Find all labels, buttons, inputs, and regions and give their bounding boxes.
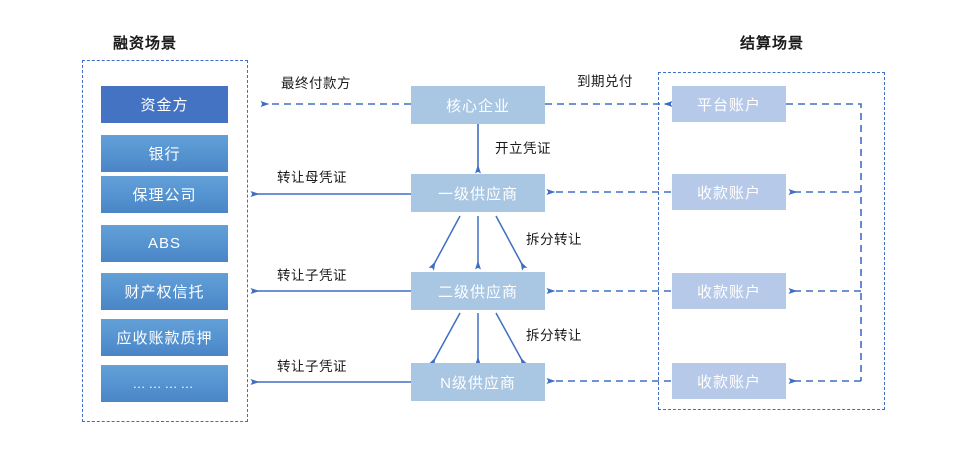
financing-item-label: 资金方: [140, 97, 189, 114]
edge-label-issue-voucher: 开立凭证: [495, 141, 551, 156]
chain-node-tier1-supplier[interactable]: 一级供应商: [411, 174, 545, 212]
financing-item-more[interactable]: …………: [101, 365, 228, 402]
financing-item-property-right-trust[interactable]: 财产权信托: [101, 273, 228, 310]
settlement-item-label: 收款账户: [696, 283, 761, 301]
financing-item-factoring-company[interactable]: 保理公司: [101, 176, 228, 213]
financing-item-funder[interactable]: 资金方: [101, 86, 228, 123]
edge-label-transfer-parent-voucher: 转让母凭证: [277, 170, 347, 185]
financing-panel-title: 融资场景: [113, 35, 178, 52]
wire-tier2-to-tiern-fan: [428, 312, 528, 367]
financing-item-abs[interactable]: ABS: [101, 225, 228, 262]
edge-label-maturity-payment: 到期兑付: [577, 74, 633, 89]
edge-label-transfer-child-voucher-2: 转让子凭证: [277, 359, 347, 374]
financing-item-label: 应收账款质押: [116, 330, 213, 347]
financing-panel-container: [82, 60, 248, 422]
settlement-item-receiving-account-1[interactable]: 收款账户: [672, 174, 786, 210]
chain-node-label: 二级供应商: [437, 283, 518, 301]
edge-label-split-transfer-1: 拆分转让: [526, 232, 582, 247]
chain-node-core-enterprise[interactable]: 核心企业: [411, 86, 545, 124]
financing-item-label: …………: [132, 376, 197, 391]
edge-label-transfer-child-voucher-1: 转让子凭证: [277, 268, 347, 283]
settlement-item-platform-account[interactable]: 平台账户: [672, 86, 786, 122]
chain-node-label: N级供应商: [440, 374, 516, 392]
financing-item-label: 财产权信托: [124, 284, 205, 301]
financing-item-label: ABS: [147, 235, 181, 252]
financing-item-label: 银行: [148, 146, 181, 163]
chain-node-tiern-supplier[interactable]: N级供应商: [411, 363, 545, 401]
settlement-panel-title: 结算场景: [740, 35, 805, 52]
chain-node-label: 核心企业: [445, 97, 510, 115]
settlement-item-label: 收款账户: [696, 184, 761, 202]
wire-tier1-to-tier2-fan: [428, 215, 528, 271]
settlement-item-label: 收款账户: [696, 373, 761, 391]
settlement-item-receiving-account-2[interactable]: 收款账户: [672, 273, 786, 309]
settlement-panel-container: [658, 72, 885, 410]
financing-item-receivables-pledge[interactable]: 应收账款质押: [101, 319, 228, 356]
chain-node-tier2-supplier[interactable]: 二级供应商: [411, 272, 545, 310]
settlement-item-label: 平台账户: [696, 96, 761, 114]
edge-label-split-transfer-2: 拆分转让: [526, 328, 582, 343]
financing-item-bank[interactable]: 银行: [101, 135, 228, 172]
edge-label-final-payer: 最终付款方: [281, 76, 351, 91]
chain-node-label: 一级供应商: [437, 185, 518, 203]
financing-item-label: 保理公司: [132, 187, 197, 204]
settlement-item-receiving-account-3[interactable]: 收款账户: [672, 363, 786, 399]
